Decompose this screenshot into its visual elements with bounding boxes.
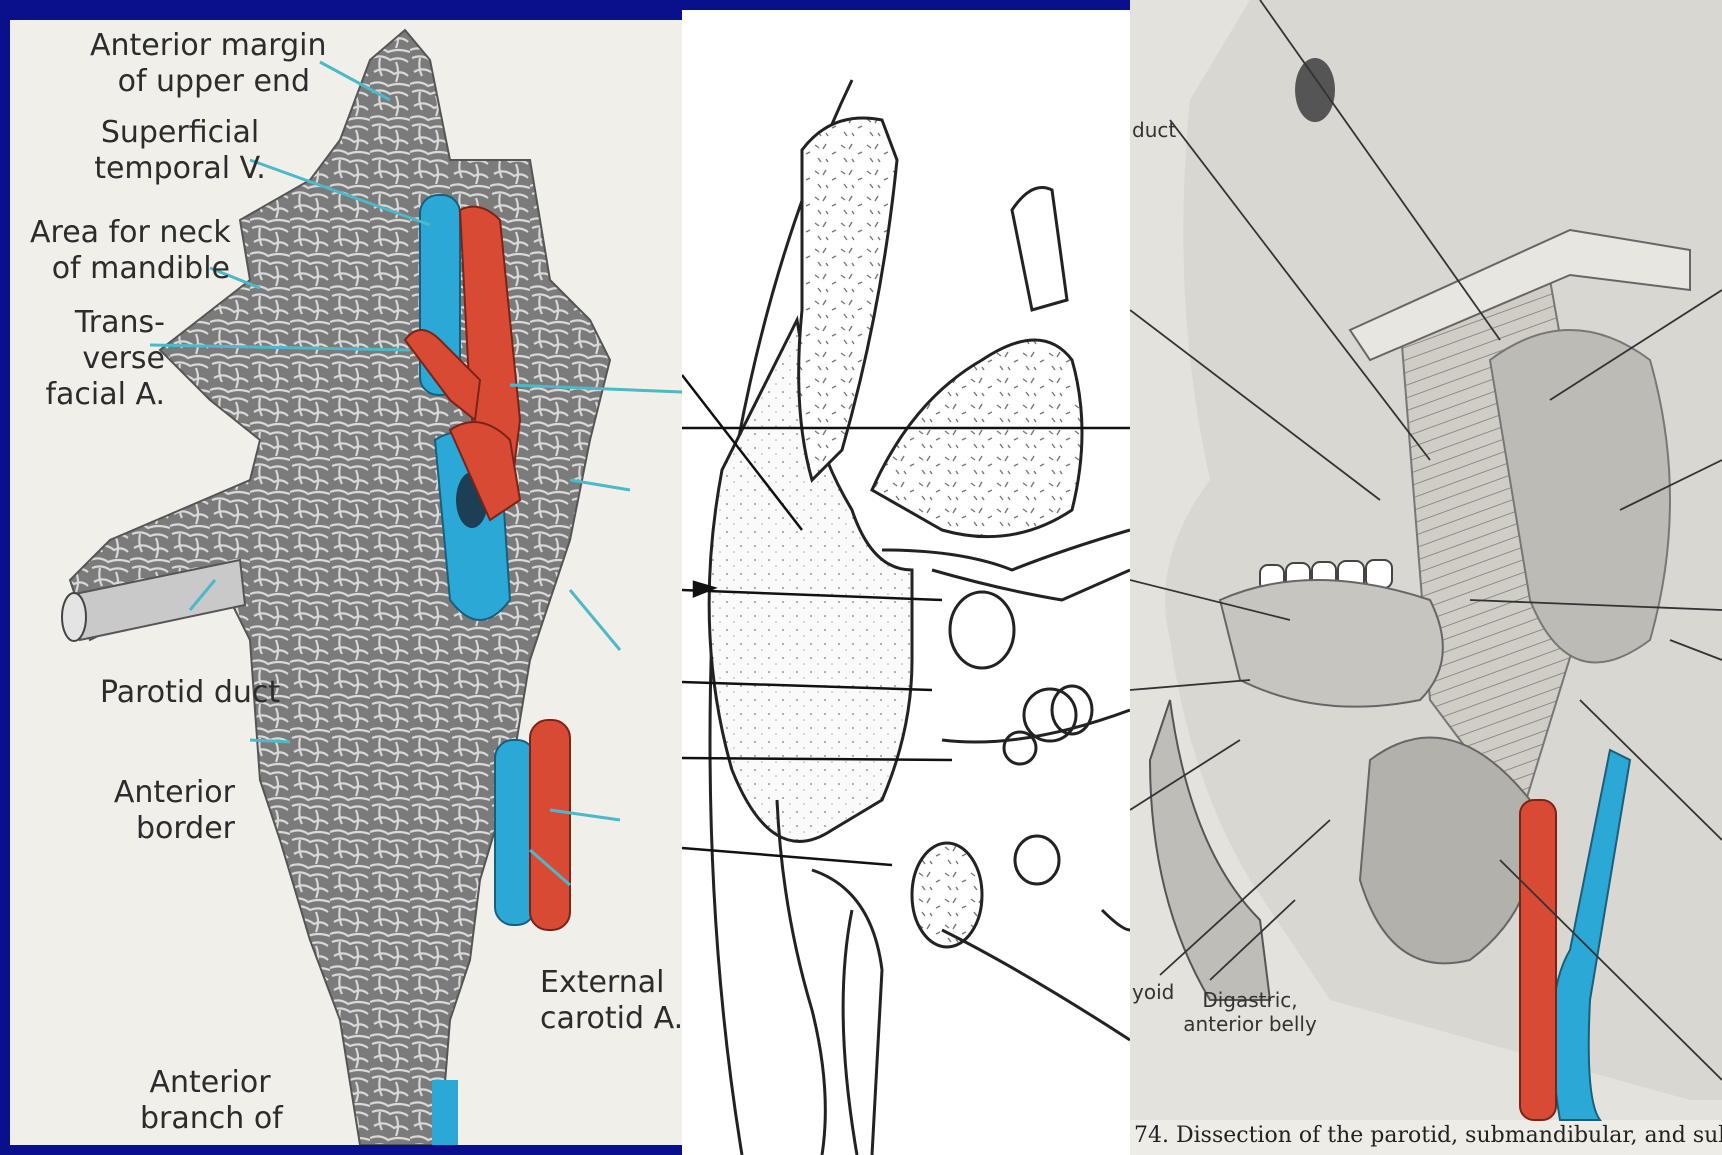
label-yoid-fragment: yoid: [1132, 980, 1174, 1004]
label-digastric-line2: anterior belly: [1170, 1012, 1330, 1036]
label-duct-fragment: duct: [1132, 118, 1176, 142]
carotid-artery: [1520, 800, 1556, 1120]
parotid-duct-opening: [62, 593, 86, 641]
label-anterior-border-line2: border: [110, 811, 235, 847]
label-anterior-border: Anterior border: [110, 775, 235, 847]
eye: [1295, 58, 1335, 122]
label-area-neck-line2: of mandible: [30, 251, 230, 287]
cross-section-figure: [682, 10, 1130, 1155]
label-external-carotid-line1: External: [540, 965, 682, 1001]
label-anterior-margin-line2: of upper end: [90, 64, 310, 100]
label-transverse-line2: verse: [30, 341, 165, 377]
label-transverse-line1: Trans-: [30, 305, 165, 341]
label-anterior-margin: Anterior margin of upper end: [90, 28, 310, 100]
label-area-neck-line1: Area for neck: [30, 215, 230, 251]
label-superficial-temporal: Superficial temporal V.: [90, 115, 270, 187]
label-superficial-temporal-line1: Superficial: [90, 115, 270, 151]
dissection-drawing: [1130, 0, 1722, 1155]
section-outlines: [709, 80, 1130, 1155]
figure-caption: 74. Dissection of the parotid, submandib…: [1130, 1123, 1722, 1155]
label-digastric-line1: Digastric,: [1170, 988, 1330, 1012]
label-anterior-branch-line1: Anterior: [140, 1065, 280, 1101]
label-anterior-branch-line2: branch of: [140, 1101, 280, 1137]
label-area-neck-mandible: Area for neck of mandible: [30, 215, 230, 287]
label-superficial-temporal-line2: temporal V.: [90, 151, 270, 187]
label-transverse-facial: Trans- verse facial A.: [30, 305, 165, 413]
label-digastric: Digastric, anterior belly: [1170, 988, 1330, 1036]
label-external-carotid-line2: carotid A.: [540, 1001, 682, 1037]
vein-bottom: [432, 1080, 458, 1145]
label-anterior-margin-line1: Anterior margin: [90, 28, 310, 64]
label-external-carotid: External carotid A.: [540, 965, 682, 1037]
label-anterior-branch: Anterior branch of: [140, 1065, 280, 1137]
label-transverse-line3: facial A.: [30, 377, 165, 413]
cross-section-drawing: [682, 10, 1130, 1155]
label-anterior-border-line1: Anterior: [110, 775, 235, 811]
label-parotid-duct: Parotid duct: [100, 675, 280, 711]
external-carotid-artery: [530, 720, 570, 930]
parotid-gland-figure: Anterior margin of upper end Superficial…: [10, 20, 682, 1145]
dissection-figure: duct yoid Digastric, anterior belly 74. …: [1130, 0, 1722, 1155]
